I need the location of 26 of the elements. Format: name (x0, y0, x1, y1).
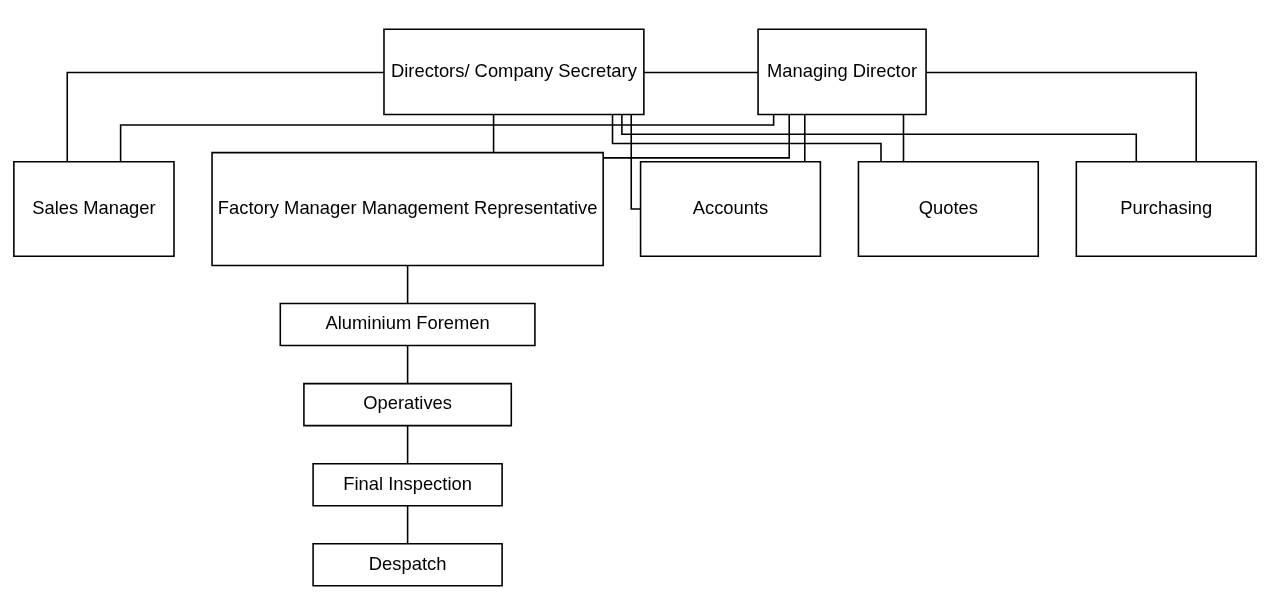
node-box: Quotes (857, 160, 1040, 257)
node-box: Managing Director (757, 27, 927, 115)
connector (66, 71, 385, 162)
node-box: Directors/ Company Secretary (383, 27, 645, 115)
connector (406, 344, 409, 384)
connector (406, 264, 409, 304)
node-box: Sales Manager (13, 160, 175, 257)
node-box: Factory Manager Management Representative (211, 151, 604, 266)
node-box: Purchasing (1075, 160, 1257, 257)
connector (925, 71, 1197, 162)
node-box: Aluminium Foremen (279, 302, 536, 346)
connector (406, 504, 409, 544)
connector (643, 71, 759, 73)
connector (119, 113, 775, 162)
connector (492, 113, 495, 153)
connector (630, 113, 642, 210)
node-box: Despatch (312, 542, 503, 587)
node-box: Accounts (639, 160, 822, 257)
connector (902, 113, 905, 162)
node-box: Final Inspection (312, 462, 503, 506)
connector (621, 113, 1138, 162)
node-box: Operatives (303, 382, 513, 426)
connector (804, 113, 806, 162)
connector (611, 113, 882, 162)
connector (602, 113, 790, 159)
connector (406, 424, 409, 464)
